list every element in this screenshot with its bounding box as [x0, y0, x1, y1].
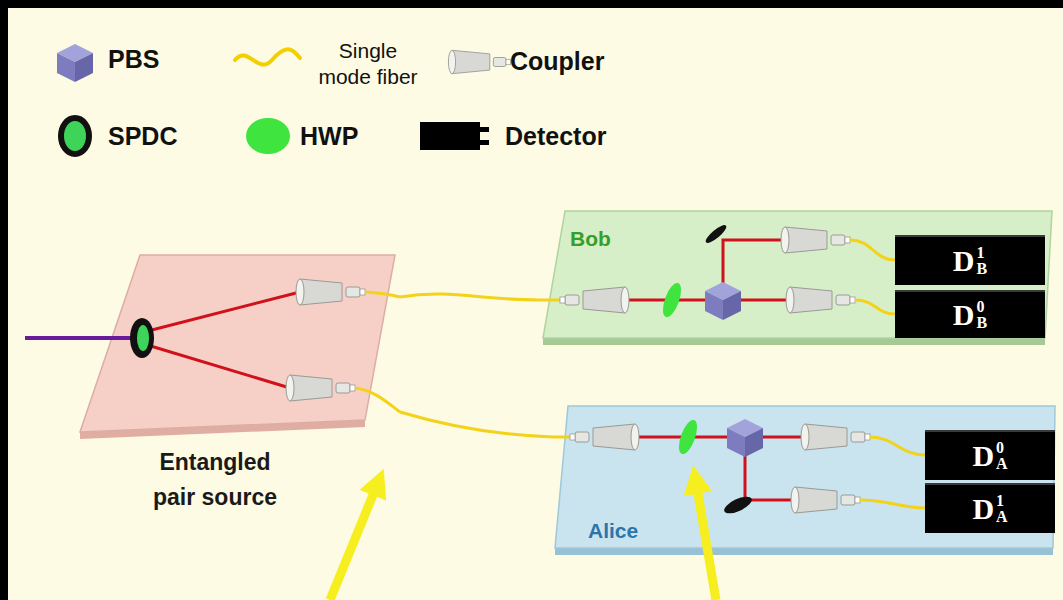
legend-spdc-icon: [61, 118, 89, 154]
single-mode-fiber: [400, 294, 540, 300]
text-holder: Bob: [570, 226, 611, 252]
detector-indices: 1B: [977, 245, 988, 277]
photon-beam: [763, 436, 805, 439]
coupler-symbol: [786, 287, 855, 313]
panel-surface: [555, 406, 1055, 548]
detector-box: D0A: [925, 430, 1055, 480]
panel-title: Alice: [588, 518, 638, 544]
photon-beam: [144, 344, 290, 388]
detector-text-holder: D1A: [925, 485, 1055, 533]
coupler-symbol: [781, 227, 850, 253]
hwp-plate: [675, 418, 700, 457]
panel-title: Bob: [570, 226, 611, 252]
fiber-stub: [553, 436, 572, 439]
detector-box: D0B: [895, 290, 1045, 338]
detector-name: D: [953, 245, 975, 277]
mirror: [703, 223, 728, 246]
detector-label: D0B: [953, 299, 987, 331]
panel-surface: [543, 211, 1052, 338]
detector-label: D1A: [972, 493, 1007, 525]
legend-entry: PBS: [108, 44, 159, 74]
legend-pbs-icon: [57, 44, 93, 82]
coupler-symbol: [286, 375, 355, 401]
detector-superscript: 0: [996, 440, 1008, 456]
legend-label: Coupler: [510, 46, 604, 76]
detector-subscript: A: [996, 509, 1008, 525]
legend-detector-icon-part: [420, 122, 480, 150]
legend-label: PBS: [108, 44, 159, 74]
fiber: [855, 300, 895, 314]
detector-box: D1A: [925, 483, 1055, 533]
panel-edge: [543, 338, 1045, 345]
detector-superscript: 0: [977, 299, 988, 315]
detector-label: D1B: [953, 245, 987, 277]
source-label: Entangled pair source: [145, 445, 285, 515]
detector-subscript: A: [996, 456, 1008, 472]
photon-beam: [144, 292, 300, 332]
detector-name: D: [953, 299, 975, 331]
detector-indices: 1A: [996, 493, 1008, 525]
mirror: [722, 493, 754, 517]
pointer-arrow: [330, 490, 375, 600]
fiber: [860, 500, 925, 508]
legend-label: SPDC: [108, 121, 177, 151]
detector-text-holder: D1B: [895, 237, 1045, 285]
spdc-crystal-core: [137, 325, 149, 351]
legend-coupler-icon: [448, 50, 510, 73]
detector-box: D1B: [895, 235, 1045, 285]
detector-indices: 0B: [977, 299, 988, 331]
fiber: [850, 240, 895, 260]
legend-entry: HWP: [300, 121, 358, 151]
spdc-crystal: [130, 318, 154, 358]
legend-detector-icon-part: [480, 127, 489, 132]
fiber-stub: [355, 388, 400, 412]
detector-text-holder: D0A: [925, 432, 1055, 480]
legend-entry: Coupler: [510, 46, 604, 76]
detector-superscript: 1: [996, 493, 1008, 509]
detector-text-holder: D0B: [895, 292, 1045, 338]
coupler-symbol: [570, 424, 639, 450]
detector-subscript: B: [977, 315, 988, 331]
photon-beam: [741, 299, 790, 302]
coupler-symbol: [801, 424, 870, 450]
pointer-arrow: [697, 488, 716, 600]
fiber: [870, 437, 925, 455]
coupler-symbol: [791, 487, 860, 513]
pbs-cube: [727, 419, 763, 457]
legend-entry: SPDC: [108, 121, 177, 151]
panel-edge: [555, 548, 1053, 555]
panel-surface: [80, 255, 395, 432]
coupler-symbol: [560, 287, 629, 313]
detector-name: D: [972, 440, 994, 472]
legend-label: Detector: [505, 121, 606, 151]
text-holder: Entangled pair source: [145, 445, 285, 515]
photon-beam: [745, 455, 795, 500]
fiber-stub: [540, 299, 562, 302]
hwp-plate: [659, 281, 684, 320]
detector-subscript: B: [977, 261, 988, 277]
detector-label: D0A: [972, 440, 1007, 472]
text-holder: Alice: [588, 518, 638, 544]
coupler-symbol: [296, 279, 365, 305]
legend-hwp-icon: [246, 118, 290, 154]
fiber-stub: [365, 292, 400, 297]
single-mode-fiber: [400, 412, 553, 437]
legend-label: HWP: [300, 121, 358, 151]
legend-detector-icon: [420, 122, 489, 150]
legend-label: Single mode fiber: [312, 38, 424, 90]
legend-fiber-icon: [235, 49, 300, 64]
legend-entry: Detector: [505, 121, 606, 151]
pbs-cube: [705, 282, 741, 320]
legend-detector-icon-part: [480, 140, 489, 145]
detector-indices: 0A: [996, 440, 1008, 472]
detector-superscript: 1: [977, 245, 988, 261]
detector-name: D: [972, 493, 994, 525]
photon-beam: [723, 240, 785, 284]
legend-entry: Single mode fiber: [312, 38, 424, 90]
pump-beam: [25, 336, 132, 340]
